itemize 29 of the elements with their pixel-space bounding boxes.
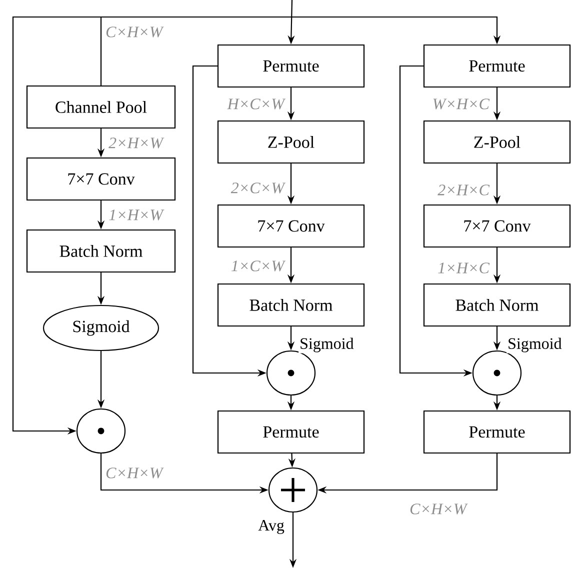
edge-label: 1×H×W <box>109 210 164 220</box>
process-box: 7×7 Conv <box>26 157 176 201</box>
process-box: Batch Norm <box>423 283 571 327</box>
edge-label: Sigmoid <box>300 338 354 352</box>
process-box: Channel Pool <box>26 85 176 129</box>
edge-label: C×H×W <box>410 504 468 514</box>
process-box: Z-Pool <box>217 120 365 164</box>
edge-label: 1×H×C <box>438 262 490 274</box>
process-box: Z-Pool <box>423 120 571 164</box>
process-box: 7×7 Conv <box>217 204 365 248</box>
process-box: Permute <box>423 410 571 454</box>
edge-label: H×C×W <box>227 98 286 110</box>
edge-label: C×H×W <box>106 468 164 478</box>
edge-label: 2×H×W <box>108 138 164 148</box>
add-circle <box>268 467 318 513</box>
edge-label: 2×H×C <box>438 184 490 196</box>
process-box: Permute <box>423 44 571 88</box>
edge-label: C×H×W <box>106 26 164 38</box>
multiply-circle <box>76 408 126 454</box>
edge-label: 2×C×W <box>230 182 286 194</box>
process-box: Batch Norm <box>26 229 176 273</box>
edge-label: Avg <box>258 520 284 534</box>
edge-label: 1×C×W <box>231 260 286 272</box>
edge-label: Sigmoid <box>508 338 562 352</box>
edge-label: W×H×C <box>433 98 490 110</box>
process-box: Permute <box>217 44 365 88</box>
process-box: 7×7 Conv <box>423 204 571 248</box>
process-box: Batch Norm <box>217 283 365 327</box>
process-box: Permute <box>217 410 365 454</box>
